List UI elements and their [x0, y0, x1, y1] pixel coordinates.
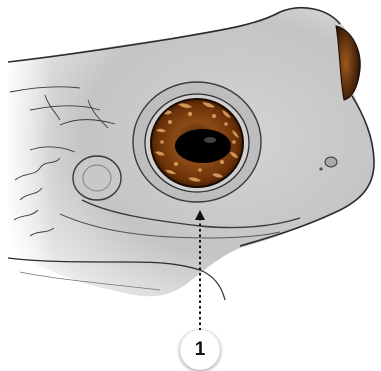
tympanum: [73, 156, 121, 200]
callout-marker-1: 1: [180, 330, 220, 370]
pupil: [175, 129, 231, 163]
pupil-highlight: [204, 137, 216, 143]
nostril-dot: [319, 167, 322, 170]
nostril: [325, 157, 337, 167]
callout-label: 1: [195, 339, 206, 361]
